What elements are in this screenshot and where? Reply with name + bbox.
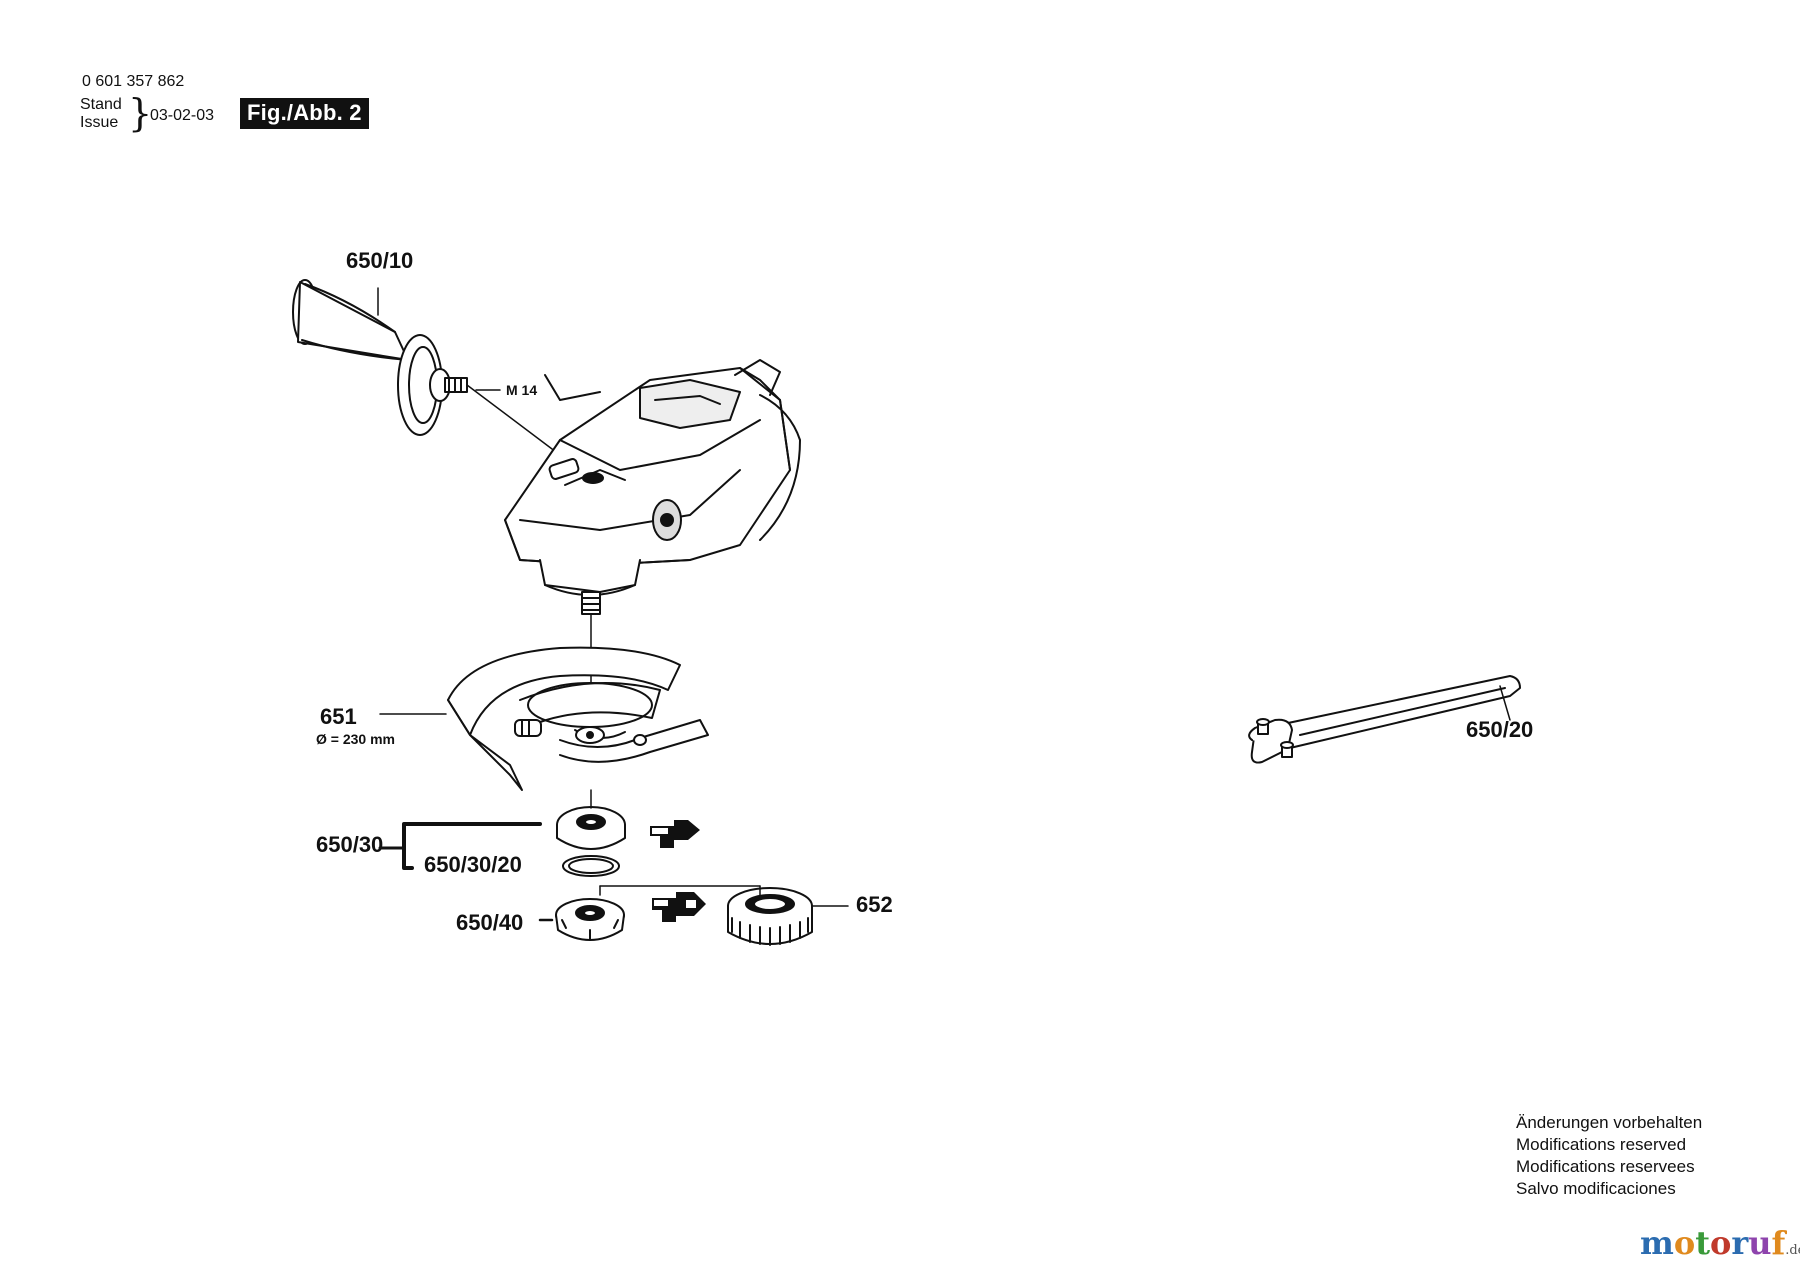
key-pictogram-upper — [650, 820, 700, 848]
two-pin-spanner-drawing — [1248, 675, 1521, 764]
watermark-letter: f — [1771, 1224, 1786, 1262]
issue-label: Issue — [80, 114, 119, 131]
figure-label: Fig./Abb. 2 — [240, 98, 369, 129]
note-es: Salvo modificaciones — [1516, 1179, 1676, 1198]
watermark-suffix: .de — [1785, 1243, 1800, 1258]
label-wheel-guard: 651 — [320, 704, 357, 729]
note-en: Modifications reserved — [1516, 1135, 1687, 1154]
label-o-ring: 650/30/20 — [424, 852, 522, 877]
watermark-letter: m — [1640, 1224, 1674, 1262]
label-guard-diameter: Ø = 230 mm — [316, 731, 395, 747]
quick-nut-drawing — [599, 885, 849, 946]
label-thread-size: M 14 — [506, 382, 538, 398]
flange-set-bracket — [378, 822, 542, 870]
key-pictogram-lower — [652, 892, 706, 922]
label-clamp-nut: 650/40 — [456, 910, 524, 935]
label-spanner: 650/20 — [1466, 717, 1534, 742]
note-fr: Modifications reservees — [1516, 1157, 1695, 1176]
label-aux-handle: 650/10 — [346, 248, 414, 273]
o-ring-drawing — [562, 855, 620, 877]
label-flange-set: 650/30 — [316, 832, 384, 857]
part-number: 0 601 357 862 — [82, 73, 185, 90]
brace-glyph: } — [128, 91, 153, 135]
flange-drawing — [556, 789, 626, 850]
watermark-letter: o — [1673, 1224, 1696, 1262]
watermark-letter: t — [1695, 1224, 1710, 1262]
watermark-letter: o — [1709, 1224, 1732, 1262]
watermark-logo: motoruf.de — [1640, 1224, 1800, 1262]
auxiliary-handle-drawing — [292, 279, 561, 456]
label-quick-nut: 652 — [856, 892, 893, 917]
issue-date: 03-02-03 — [150, 107, 215, 124]
wheel-guard-drawing — [379, 646, 709, 791]
clamp-nut-drawing — [538, 898, 625, 941]
watermark-letter: r — [1731, 1224, 1749, 1262]
note-de: Änderungen vorbehalten — [1516, 1113, 1703, 1132]
watermark-letter: u — [1748, 1224, 1772, 1262]
stand-label: Stand — [80, 96, 122, 113]
angle-grinder-drawing — [504, 359, 801, 701]
